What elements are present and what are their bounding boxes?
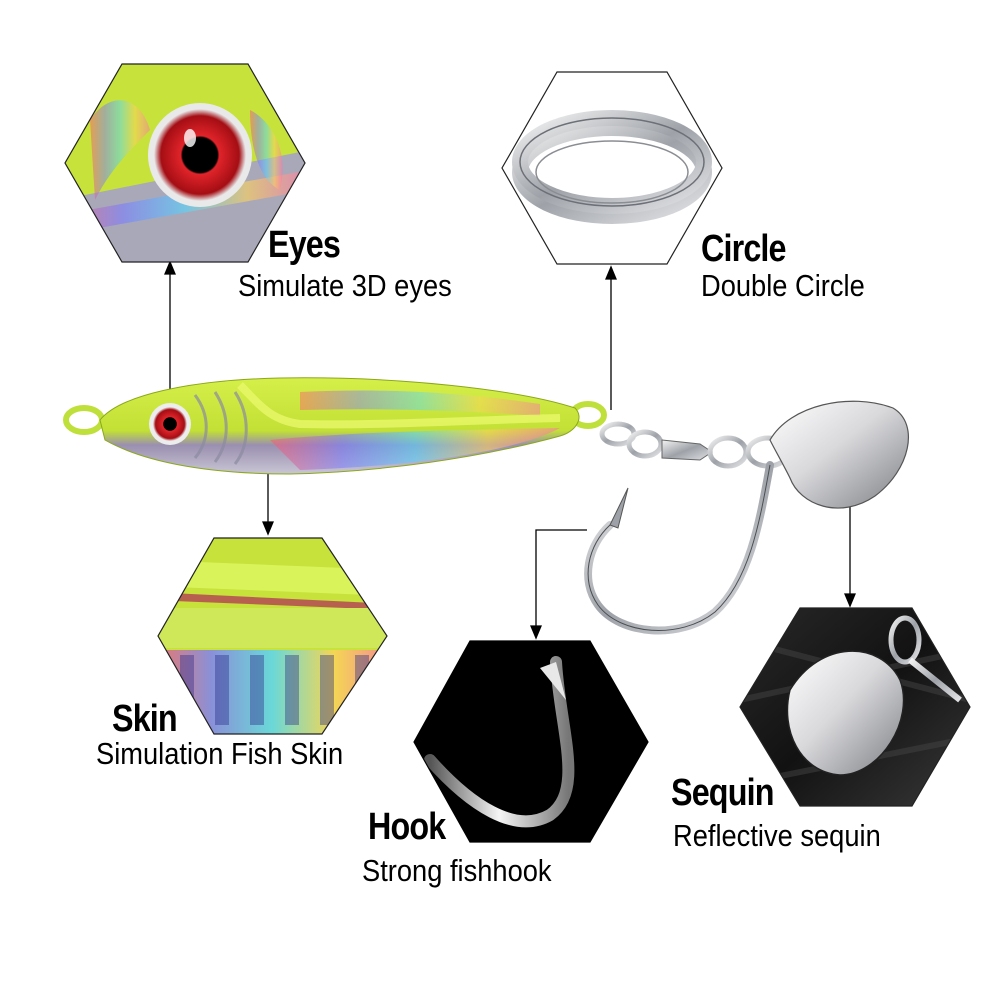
connector-lines bbox=[164, 260, 856, 640]
skin-closeup-hexagon bbox=[157, 537, 388, 735]
swivel-assembly bbox=[599, 421, 791, 469]
hook-closeup-hexagon bbox=[413, 640, 649, 843]
hook-title: Hook bbox=[368, 806, 446, 848]
circle-description: Double Circle bbox=[701, 268, 865, 303]
eye-icon bbox=[154, 109, 246, 201]
sequin-blade-icon bbox=[786, 615, 962, 776]
lure-body bbox=[63, 377, 607, 475]
sequin-description: Reflective sequin bbox=[673, 818, 881, 853]
hook-description: Strong fishhook bbox=[362, 853, 552, 888]
lure-eye-icon bbox=[153, 407, 187, 441]
eyes-description: Simulate 3D eyes bbox=[238, 268, 452, 303]
eyes-title: Eyes bbox=[268, 224, 341, 266]
circle-title: Circle bbox=[701, 228, 787, 270]
fishhook-icon bbox=[424, 656, 575, 828]
split-ring-icon bbox=[512, 110, 712, 224]
spinner-blade bbox=[769, 400, 909, 509]
hook bbox=[584, 461, 774, 635]
circle-closeup-hexagon bbox=[501, 71, 723, 265]
skin-title: Skin bbox=[112, 698, 178, 740]
sequin-title: Sequin bbox=[671, 772, 774, 814]
skin-description: Simulation Fish Skin bbox=[96, 736, 344, 771]
eyes-closeup-hexagon bbox=[64, 63, 306, 263]
